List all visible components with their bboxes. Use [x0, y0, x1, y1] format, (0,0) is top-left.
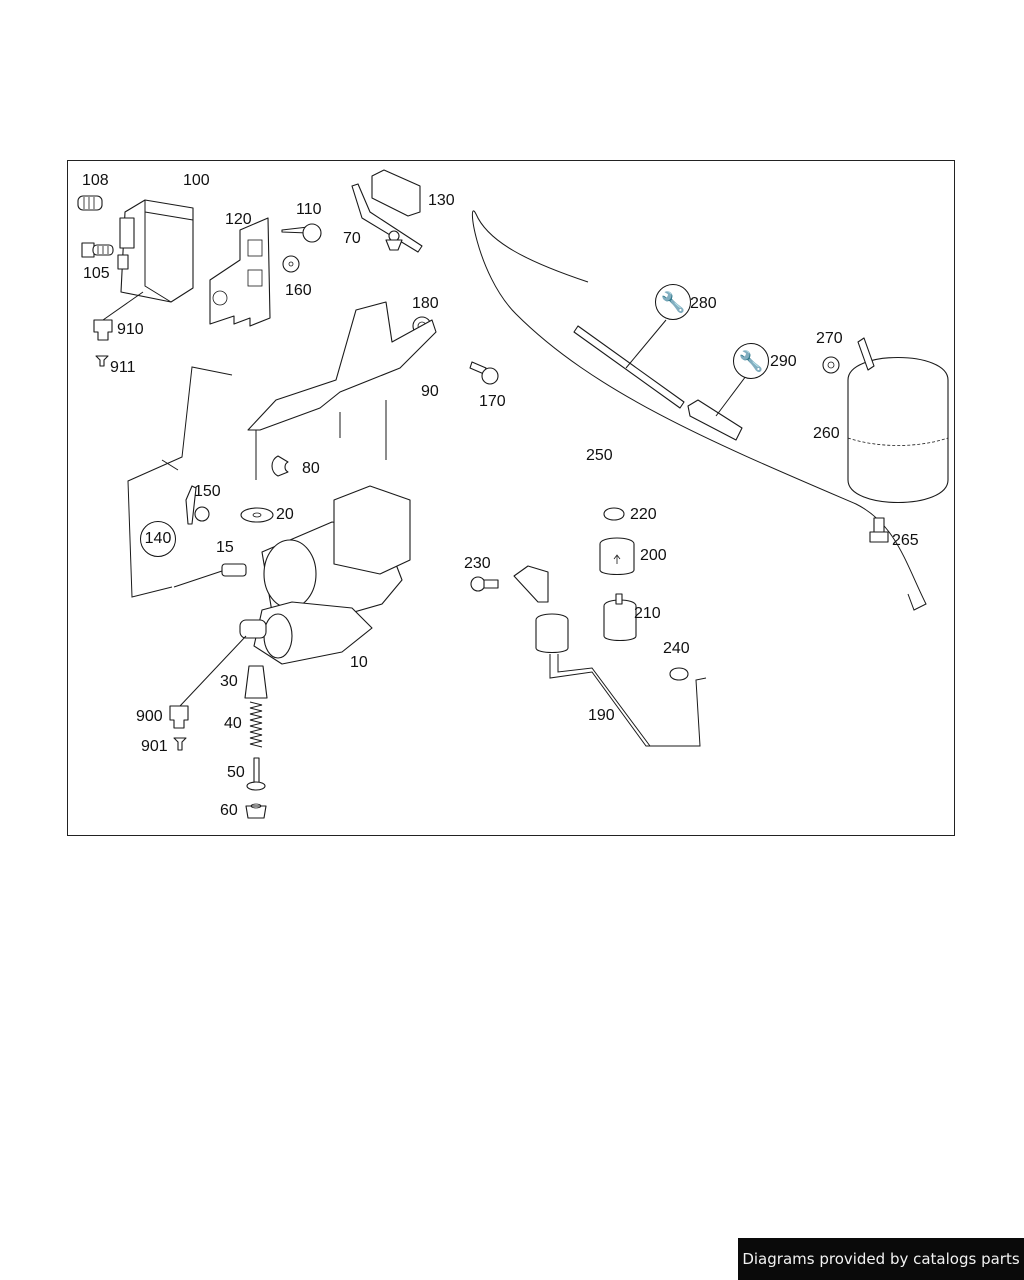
callout-265: 265: [892, 532, 919, 549]
diagram-frame: [67, 160, 955, 836]
callout-270: 270: [816, 330, 843, 347]
part-265-drain-valve: [869, 517, 889, 543]
callout-910: 910: [117, 321, 144, 338]
callout-280: 280: [690, 295, 717, 312]
callout-260: 260: [813, 425, 840, 442]
callout-60: 60: [220, 802, 238, 819]
part-230-bolt: [470, 576, 499, 592]
part-100-control-unit: [117, 199, 194, 303]
callout-20: 20: [276, 506, 294, 523]
part-220-clamp: [603, 507, 625, 521]
callout-140: 140: [140, 521, 176, 557]
callout-911: 911: [110, 359, 136, 376]
callout-290: 290: [770, 353, 797, 370]
callout-230: 230: [464, 555, 491, 572]
callout-15: 15: [216, 539, 234, 556]
part-150-clamp: [185, 485, 210, 525]
callout-220: 220: [630, 506, 657, 523]
callout-901: 901: [141, 738, 168, 755]
callout-120: 120: [225, 211, 252, 228]
part-110-screw: [281, 223, 322, 243]
callout-170: 170: [479, 393, 506, 410]
part-270-nut: [822, 356, 840, 374]
callout-160: 160: [285, 282, 312, 299]
part-240-clamp: [669, 667, 689, 681]
callout-180: 180: [412, 295, 439, 312]
callout-210: 210: [634, 605, 661, 622]
part-901-pin: [173, 737, 187, 751]
callout-900: 900: [136, 708, 163, 725]
part-40-spring: [249, 701, 263, 748]
callout-100: 100: [183, 172, 210, 189]
part-911-pin: [95, 355, 109, 367]
callout-190: 190: [588, 707, 615, 724]
callout-130: 130: [428, 192, 455, 209]
part-910-connector: [93, 291, 144, 341]
callout-80: 80: [302, 460, 320, 477]
part-190-hose-dryer: [513, 565, 707, 747]
part-140-pipe: [127, 366, 233, 598]
part-120-bracket: [209, 217, 271, 327]
part-160-washer: [282, 255, 300, 273]
callout-150: 150: [194, 483, 221, 500]
callout-240: 240: [663, 640, 690, 657]
part-210-filter: [603, 593, 637, 642]
part-200-solenoid: [599, 537, 635, 576]
part-10-compressor: [179, 485, 411, 707]
footer-text: Diagrams provided by catalogs parts: [742, 1250, 1020, 1268]
callout-70: 70: [343, 230, 361, 247]
callout-30: 30: [220, 673, 238, 690]
callout-40: 40: [224, 715, 242, 732]
part-105-fitting: [81, 242, 114, 258]
callout-10: 10: [350, 654, 368, 671]
part-170-bolt: [469, 361, 499, 385]
callout-200: 200: [640, 547, 667, 564]
part-30-valve: [244, 665, 268, 699]
part-60-cap: [245, 803, 267, 819]
part-15-fitting: [173, 563, 247, 588]
part-90-bracket: [247, 301, 437, 480]
part-290-socket: [687, 375, 747, 441]
callout-105: 105: [83, 265, 110, 282]
callout-50: 50: [227, 764, 245, 781]
callout-250: 250: [586, 447, 613, 464]
part-260-reservoir: [847, 337, 949, 503]
part-280-tool-rod: [573, 319, 685, 409]
part-80-clip: [271, 455, 289, 477]
part-50-pin: [246, 757, 266, 791]
callout-108: 108: [82, 172, 109, 189]
callout-90: 90: [421, 383, 439, 400]
part-20-washer: [240, 507, 274, 523]
footer-credit: Diagrams provided by catalogs parts: [738, 1238, 1024, 1280]
part-70-linkage: [351, 183, 423, 253]
part-900-connector: [169, 705, 189, 729]
wrench-icon: 🔧: [655, 284, 691, 320]
part-130-clip: [371, 169, 421, 217]
wrench-icon: 🔧: [733, 343, 769, 379]
part-250-air-line: [471, 210, 927, 611]
part-108-fitting: [77, 195, 103, 211]
callout-110: 110: [296, 201, 322, 218]
